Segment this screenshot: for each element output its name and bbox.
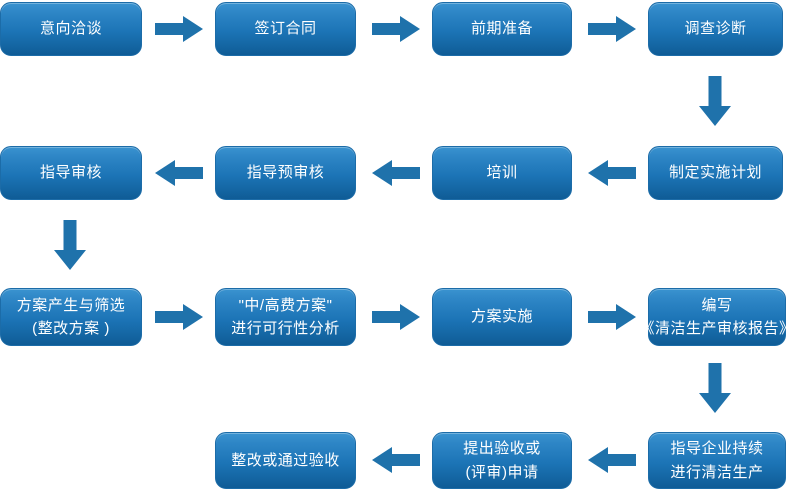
flow-node-n7[interactable]: 指导预审核	[215, 146, 356, 200]
flow-node-label: 制定实施计划	[668, 164, 762, 182]
arrow-left-icon	[372, 160, 420, 186]
flow-node-n11[interactable]: 方案实施	[432, 288, 572, 346]
flow-node-label: 《清洁生产审核报告》	[639, 320, 786, 337]
flow-node-label: 整改或通过验收	[231, 451, 340, 469]
flow-node-n4[interactable]: 调查诊断	[648, 2, 783, 56]
flow-node-label: 指导审核	[39, 164, 102, 182]
flow-node-n10[interactable]: "中/高费方案" 进行可行性分析	[215, 288, 356, 346]
flow-node-n5[interactable]: 制定实施计划	[648, 146, 783, 200]
flow-node-n8[interactable]: 指导审核	[0, 146, 142, 200]
arrow-left-icon	[155, 160, 203, 186]
flow-node-n1[interactable]: 意向洽谈	[0, 2, 142, 56]
arrow-left-icon	[372, 447, 420, 473]
arrow-down-icon	[699, 363, 731, 413]
flow-node-label: 指导企业持续	[670, 440, 764, 458]
arrow-left-icon	[588, 160, 636, 186]
flow-node-label: 提出验收或	[463, 440, 541, 458]
flow-node-label: (整改方案 )	[32, 320, 110, 337]
flow-node-label: 进行清洁生产	[670, 463, 764, 481]
arrow-right-icon	[372, 304, 420, 330]
flow-node-label: (评审)申请	[465, 463, 539, 481]
flow-node-n2[interactable]: 签订合同	[215, 2, 356, 56]
flow-node-label: 调查诊断	[684, 20, 747, 38]
flow-node-n14[interactable]: 提出验收或 (评审)申请	[432, 432, 572, 489]
arrow-right-icon	[588, 304, 636, 330]
flow-node-label: 指导预审核	[246, 164, 325, 182]
flow-node-n12[interactable]: 编写《清洁生产审核报告》	[640, 288, 786, 346]
arrow-right-icon	[588, 16, 636, 42]
flow-node-n9[interactable]: 方案产生与筛选 (整改方案 )	[0, 288, 142, 346]
flow-node-n6[interactable]: 培训	[432, 146, 572, 200]
arrow-down-icon	[54, 220, 86, 270]
arrow-down-icon	[699, 76, 731, 126]
flow-node-label: 签订合同	[254, 20, 317, 38]
flow-node-label: 进行可行性分析	[231, 320, 340, 337]
flow-node-label: 意向洽谈	[39, 20, 102, 38]
arrow-right-icon	[155, 304, 203, 330]
flow-node-n3[interactable]: 前期准备	[432, 2, 572, 56]
flow-node-label: 前期准备	[470, 20, 533, 38]
flow-node-label: "中/高费方案"	[238, 296, 333, 314]
flow-node-n15[interactable]: 整改或通过验收	[215, 432, 356, 489]
arrow-right-icon	[372, 16, 420, 42]
arrow-left-icon	[588, 447, 636, 473]
flow-node-label: 方案实施	[470, 308, 533, 326]
flow-node-label: 编写	[701, 296, 733, 314]
flow-node-label: 方案产生与筛选	[16, 296, 126, 314]
flow-node-label: 培训	[486, 164, 518, 182]
flow-node-n13[interactable]: 指导企业持续进行清洁生产	[648, 432, 786, 489]
arrow-right-icon	[155, 16, 203, 42]
